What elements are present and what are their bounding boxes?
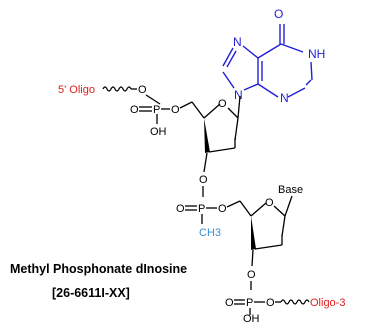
atom-oh-5: OH [150,126,167,138]
atom-p-5: P [153,104,160,116]
label-oligo-3: Oligo-3 [310,297,345,309]
catalog-number: [26-6611I-XX] [52,286,130,300]
atom-o-5a: O [138,84,147,96]
label-5-oligo: 5' Oligo [58,84,95,96]
lower-ring-o: O [265,197,274,209]
lower-3-o: O [247,269,256,281]
atom-o-5dbl: O [130,104,139,116]
lower-wedge-left [251,216,256,250]
atom-p-3: P [246,297,253,309]
base-nh: NH [308,47,325,61]
atom-oh-3: OH [243,313,260,323]
wavy-bond-3 [280,299,310,305]
upper-deoxyribose: O O [191,95,241,186]
atom-o-5b: O [171,104,180,116]
upper-3-o: O [199,174,208,186]
methyl-phosphonate: O P O CH3 [176,186,241,239]
three-prime-linkage: O P O Oligo-3 OH [225,281,345,323]
wavy-bond-5 [102,86,132,92]
five-prime-linkage: 5' Oligo O O P O OH [58,84,193,138]
atom-p-mid: P [198,203,205,215]
atom-o-3dbl: O [225,297,234,309]
label-base: Base [278,184,303,196]
hypoxanthine-base: O NH N N N [222,7,325,105]
base-carbonyl-o: O [274,7,283,21]
base-n3: N [280,91,289,105]
upper-ring-o: O [218,98,227,110]
compound-name: Methyl Phosphonate dInosine [10,262,187,276]
atom-o-3b: O [266,297,275,309]
atom-o-mid-dbl: O [176,203,185,215]
atom-o-mid: O [218,203,227,215]
upper-wedge-left [204,118,210,153]
methyl-group: CH3 [199,227,221,239]
lower-deoxyribose: O Base O [239,184,303,281]
base-n7: N [233,35,242,49]
base-n9: N [234,88,243,102]
